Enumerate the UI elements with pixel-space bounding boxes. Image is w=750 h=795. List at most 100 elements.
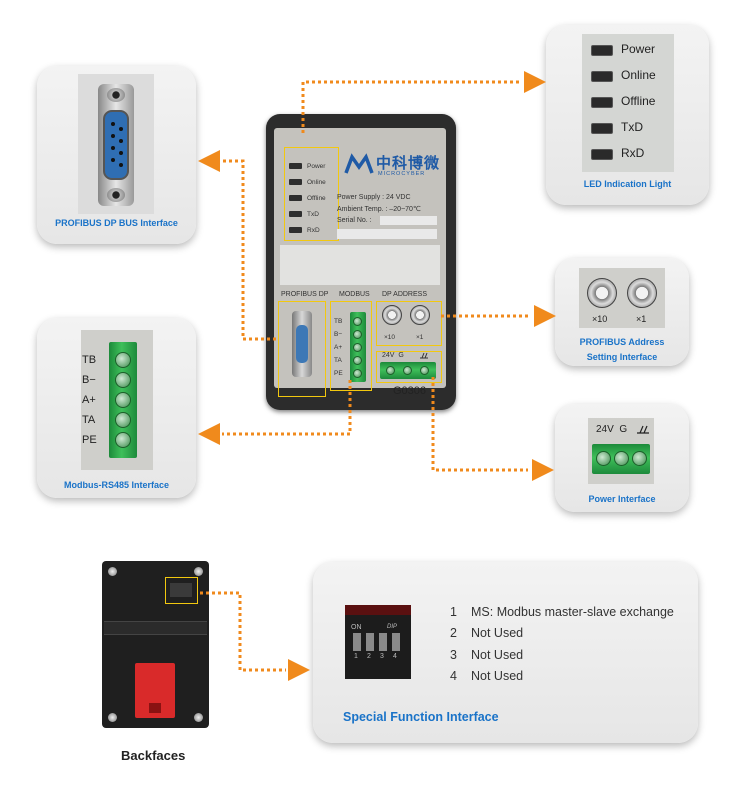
backface-din-clip <box>135 663 175 718</box>
address-callout: ×10 ×1 PROFIBUS Address Setting Interfac… <box>555 258 689 366</box>
rotary-switch-x10 <box>587 278 617 308</box>
device-x1-label: ×1 <box>416 334 424 341</box>
sf-item-number: 3 <box>450 648 457 662</box>
arrowhead-power <box>532 459 554 481</box>
brand-name-cn: 中科博微 <box>376 154 441 172</box>
arrowhead-led <box>524 71 546 93</box>
led-label-offline: Offline <box>621 94 656 108</box>
dip-brand-label: DIP <box>387 624 398 630</box>
power-callout: 24V G Power Interface <box>555 404 689 512</box>
rotary-switch-x1 <box>627 278 657 308</box>
device-faceplate: Power Online Offline TxD RxD 中科博微 MICROC… <box>274 128 446 397</box>
db9-shell <box>98 84 134 206</box>
sf-item-number: 4 <box>450 669 457 683</box>
device-led-txd <box>289 211 302 217</box>
led-offline <box>591 97 613 108</box>
backface-screw-br <box>194 713 203 722</box>
device-modbus-pin: TB <box>334 318 343 325</box>
dp-address-label: DP ADDRESS <box>382 291 427 298</box>
led-label-rxd: RxD <box>621 146 645 160</box>
led-online <box>591 71 613 82</box>
device-modbus-pin: PE <box>334 370 343 377</box>
backface-screw-tr <box>194 567 203 576</box>
sf-item-number: 1 <box>450 605 457 619</box>
modbus-pin-label: TA <box>82 414 96 426</box>
device-led-label: Power <box>307 163 326 170</box>
db9-screw-bottom <box>107 188 125 202</box>
device-rotary-x10 <box>382 305 402 325</box>
backface-rail <box>104 621 207 635</box>
address-caption-line1: PROFIBUS Address <box>579 337 665 347</box>
brand-logo-icon <box>344 153 374 174</box>
device-led-rxd <box>289 227 302 233</box>
modbus-pin-label: A+ <box>82 394 96 406</box>
dip-lever-1 <box>353 633 361 651</box>
device-modbus-pin: B− <box>334 331 343 338</box>
dip-on-label: ON <box>351 624 362 631</box>
dip-number: 3 <box>380 653 384 660</box>
led-callout: Power Online Offline TxD RxD LED Indicat… <box>546 25 709 205</box>
device-led-power <box>289 163 302 169</box>
profibus-dp-callout: PROFIBUS DP BUS Interface <box>37 66 196 244</box>
modbus-pin-label: PE <box>82 434 97 446</box>
led-power <box>591 45 613 56</box>
backface-screw-tl <box>108 567 117 576</box>
led-rxd <box>591 149 613 160</box>
led-txd <box>591 123 613 134</box>
backface-screw-bl <box>108 713 117 722</box>
device-ground-icon <box>420 352 428 359</box>
led-label-online: Online <box>621 68 656 82</box>
device-modbus-terminal <box>350 312 366 382</box>
dip-lever-3 <box>379 633 387 651</box>
brand-name-en: MICROCYBER <box>378 171 426 177</box>
device-power-label: 24V G <box>382 352 404 359</box>
device-modbus-pin: TA <box>334 357 342 364</box>
arrow-backface <box>200 591 286 672</box>
sf-item-text: Not Used <box>471 648 524 662</box>
db9-screw-top <box>107 88 125 102</box>
device-led-online <box>289 179 302 185</box>
sf-item-text: Not Used <box>471 626 524 640</box>
profibus-dp-caption: PROFIBUS DP BUS Interface <box>55 218 178 228</box>
address-caption-line2: Setting Interface <box>586 352 658 362</box>
modbus-terminal-block <box>109 342 137 458</box>
dip-number: 1 <box>354 653 358 660</box>
backface-dip-highlight <box>165 577 198 604</box>
display-window <box>280 245 440 285</box>
sf-item-text: Not Used <box>471 669 524 683</box>
serial-no-text: Serial No. : <box>337 217 372 224</box>
modbus-panel: TB B− A+ TA PE <box>81 330 153 470</box>
modbus-pin-label: TB <box>82 354 97 366</box>
special-function-title: Special Function Interface <box>343 710 499 724</box>
backfaces-label: Backfaces <box>121 748 186 763</box>
label-area <box>337 229 437 239</box>
address-panel: ×10 ×1 <box>579 268 665 328</box>
modbus-label: MODBUS <box>339 291 370 298</box>
led-label-power: Power <box>621 42 656 56</box>
ambient-temp-text: Ambient Temp. : –20~70℃ <box>337 206 421 213</box>
dip-number: 4 <box>393 653 397 660</box>
device-db9-connector <box>292 311 312 377</box>
led-highlight-box <box>284 147 339 241</box>
dip-number: 2 <box>367 653 371 660</box>
device-led-label: Online <box>307 179 326 186</box>
device-x10-label: ×10 <box>384 334 396 341</box>
sf-item-text: MS: Modbus master-slave exchange <box>471 605 674 619</box>
arrowhead-backface <box>288 659 310 681</box>
modbus-caption: Modbus-RS485 Interface <box>63 480 170 490</box>
dip-switch-photo: ON DIP 1 2 3 4 <box>345 605 411 679</box>
arrowhead-profibus <box>198 150 220 172</box>
db9-socket <box>103 110 129 180</box>
backface-photo <box>102 561 209 728</box>
backface-dip-switch <box>170 583 192 597</box>
ground-icon <box>637 425 649 434</box>
led-panel: Power Online Offline TxD RxD <box>582 34 674 172</box>
dip-lever-2 <box>366 633 374 651</box>
modbus-pin-label: B− <box>82 374 96 386</box>
power-label: 24V G <box>596 424 628 435</box>
device-led-offline <box>289 195 302 201</box>
db9-photo <box>78 74 154 214</box>
device-db9-port <box>296 325 308 363</box>
x1-label: ×1 <box>636 314 647 324</box>
dp-address-highlight-box <box>376 301 442 346</box>
